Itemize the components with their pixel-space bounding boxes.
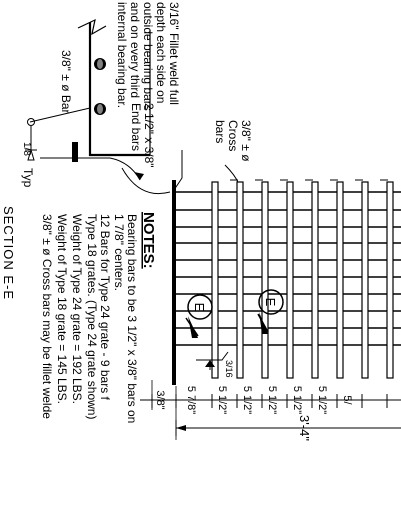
end-bar <box>172 180 176 385</box>
note-1b: 1 7/8" centers. <box>112 214 126 291</box>
dim-label: 5/ <box>341 395 353 405</box>
notes-block: NOTES: Bearing bars to be 3 1/2" x 3/8" … <box>40 212 157 423</box>
section-texts: 3/8" ± ø Bar 1/8 Typ SECTION E-E <box>1 50 73 300</box>
overall-dim-label: 3'-4" <box>297 415 312 441</box>
dimension-strings: 3/8" 5 7/8" 5 1/2" 5 1/2" 5 1/2" 5 1/2" 5 1/2"… <box>140 380 401 441</box>
dim-label: 5 1/2" <box>291 386 303 414</box>
cross-bars-line-2: Cross <box>226 120 240 151</box>
dim-label: 3/8" <box>154 390 166 409</box>
end-bars-line-1: 2 1/2" x 3/8" <box>142 103 156 168</box>
svg-text:E: E <box>192 303 207 312</box>
section-detail <box>25 18 151 181</box>
fillet-note-line-2: depth each side on <box>154 2 168 103</box>
bearing-bar <box>336 181 344 379</box>
bearing-bar <box>211 181 219 379</box>
bearing-bar <box>361 181 369 379</box>
section-marker-1: E <box>185 294 213 338</box>
bearing-bar <box>261 181 269 379</box>
bearing-bar <box>311 181 319 379</box>
break-line <box>77 18 107 36</box>
bearing-bar <box>236 181 244 379</box>
svg-text:E: E <box>263 298 278 307</box>
grate-plan <box>172 179 401 385</box>
bearing-bar <box>286 181 294 379</box>
dim-label: 5 1/2" <box>266 386 278 414</box>
dim-label: 5 1/2" <box>241 386 253 414</box>
cross-bars-line-1: 3/8" ± ø <box>239 120 253 162</box>
notes-title: NOTES: <box>140 212 157 269</box>
fillet-note-leader <box>173 150 183 191</box>
weld-symbol <box>25 126 37 161</box>
weld-small-label: 1/8 <box>21 142 32 156</box>
cross-bars-label: 3/8" ± ø Cross bars <box>213 120 253 162</box>
bar-leader <box>29 107 91 123</box>
note-1: Bearing bars to be 3 1/2" x 3/8" bars on <box>125 214 139 423</box>
end-bars-leader <box>121 167 171 194</box>
section-angle <box>88 22 150 157</box>
end-bars-line-2: End bars <box>129 103 143 151</box>
weld-all-around-symbol <box>27 118 35 126</box>
bar-label: 3/8" ± ø Bar <box>59 50 73 114</box>
note-4: Weight of Type 18 grate = 145 LBS. <box>55 214 69 404</box>
base-plate <box>72 142 78 162</box>
weld-symbol-3-16: 3/16 <box>196 351 234 378</box>
note-5: 3/8" ± ø Cross bars may be fillet welde <box>40 214 54 419</box>
note-3: Weight of Type 24 grate = 192 LBS. <box>70 214 84 404</box>
fillet-note-line-5: internal bearing bar. <box>115 2 129 108</box>
fillet-note-line-4: and on every third <box>128 2 142 98</box>
dim-label: 5 7/8" <box>185 386 197 414</box>
fillet-note-line-1: 3/16" Fillet weld full <box>167 2 181 105</box>
note-2b: Type 18 grates. (Type 24 grate shown) <box>85 214 99 419</box>
svg-text:3/16: 3/16 <box>224 360 234 378</box>
section-marker-2: E <box>257 289 284 334</box>
bearing-bar <box>386 181 394 379</box>
dim-label: 5 1/2" <box>216 386 228 414</box>
typ-leader <box>40 157 141 181</box>
cross-bars-line-3: bars <box>213 120 227 143</box>
note-2: 12 Bars for Type 24 grate - 9 bars f <box>98 214 112 401</box>
fillet-note-line-3: outside bearing bars <box>141 2 155 111</box>
dim-label: 5 1/2" <box>316 386 328 414</box>
section-title: SECTION E-E <box>1 206 16 300</box>
typ-label: Typ <box>21 168 35 188</box>
fillet-weld-note: 3/16" Fillet weld full depth each side o… <box>115 2 181 111</box>
end-bars-label: 2 1/2" x 3/8" End bars <box>129 103 156 168</box>
